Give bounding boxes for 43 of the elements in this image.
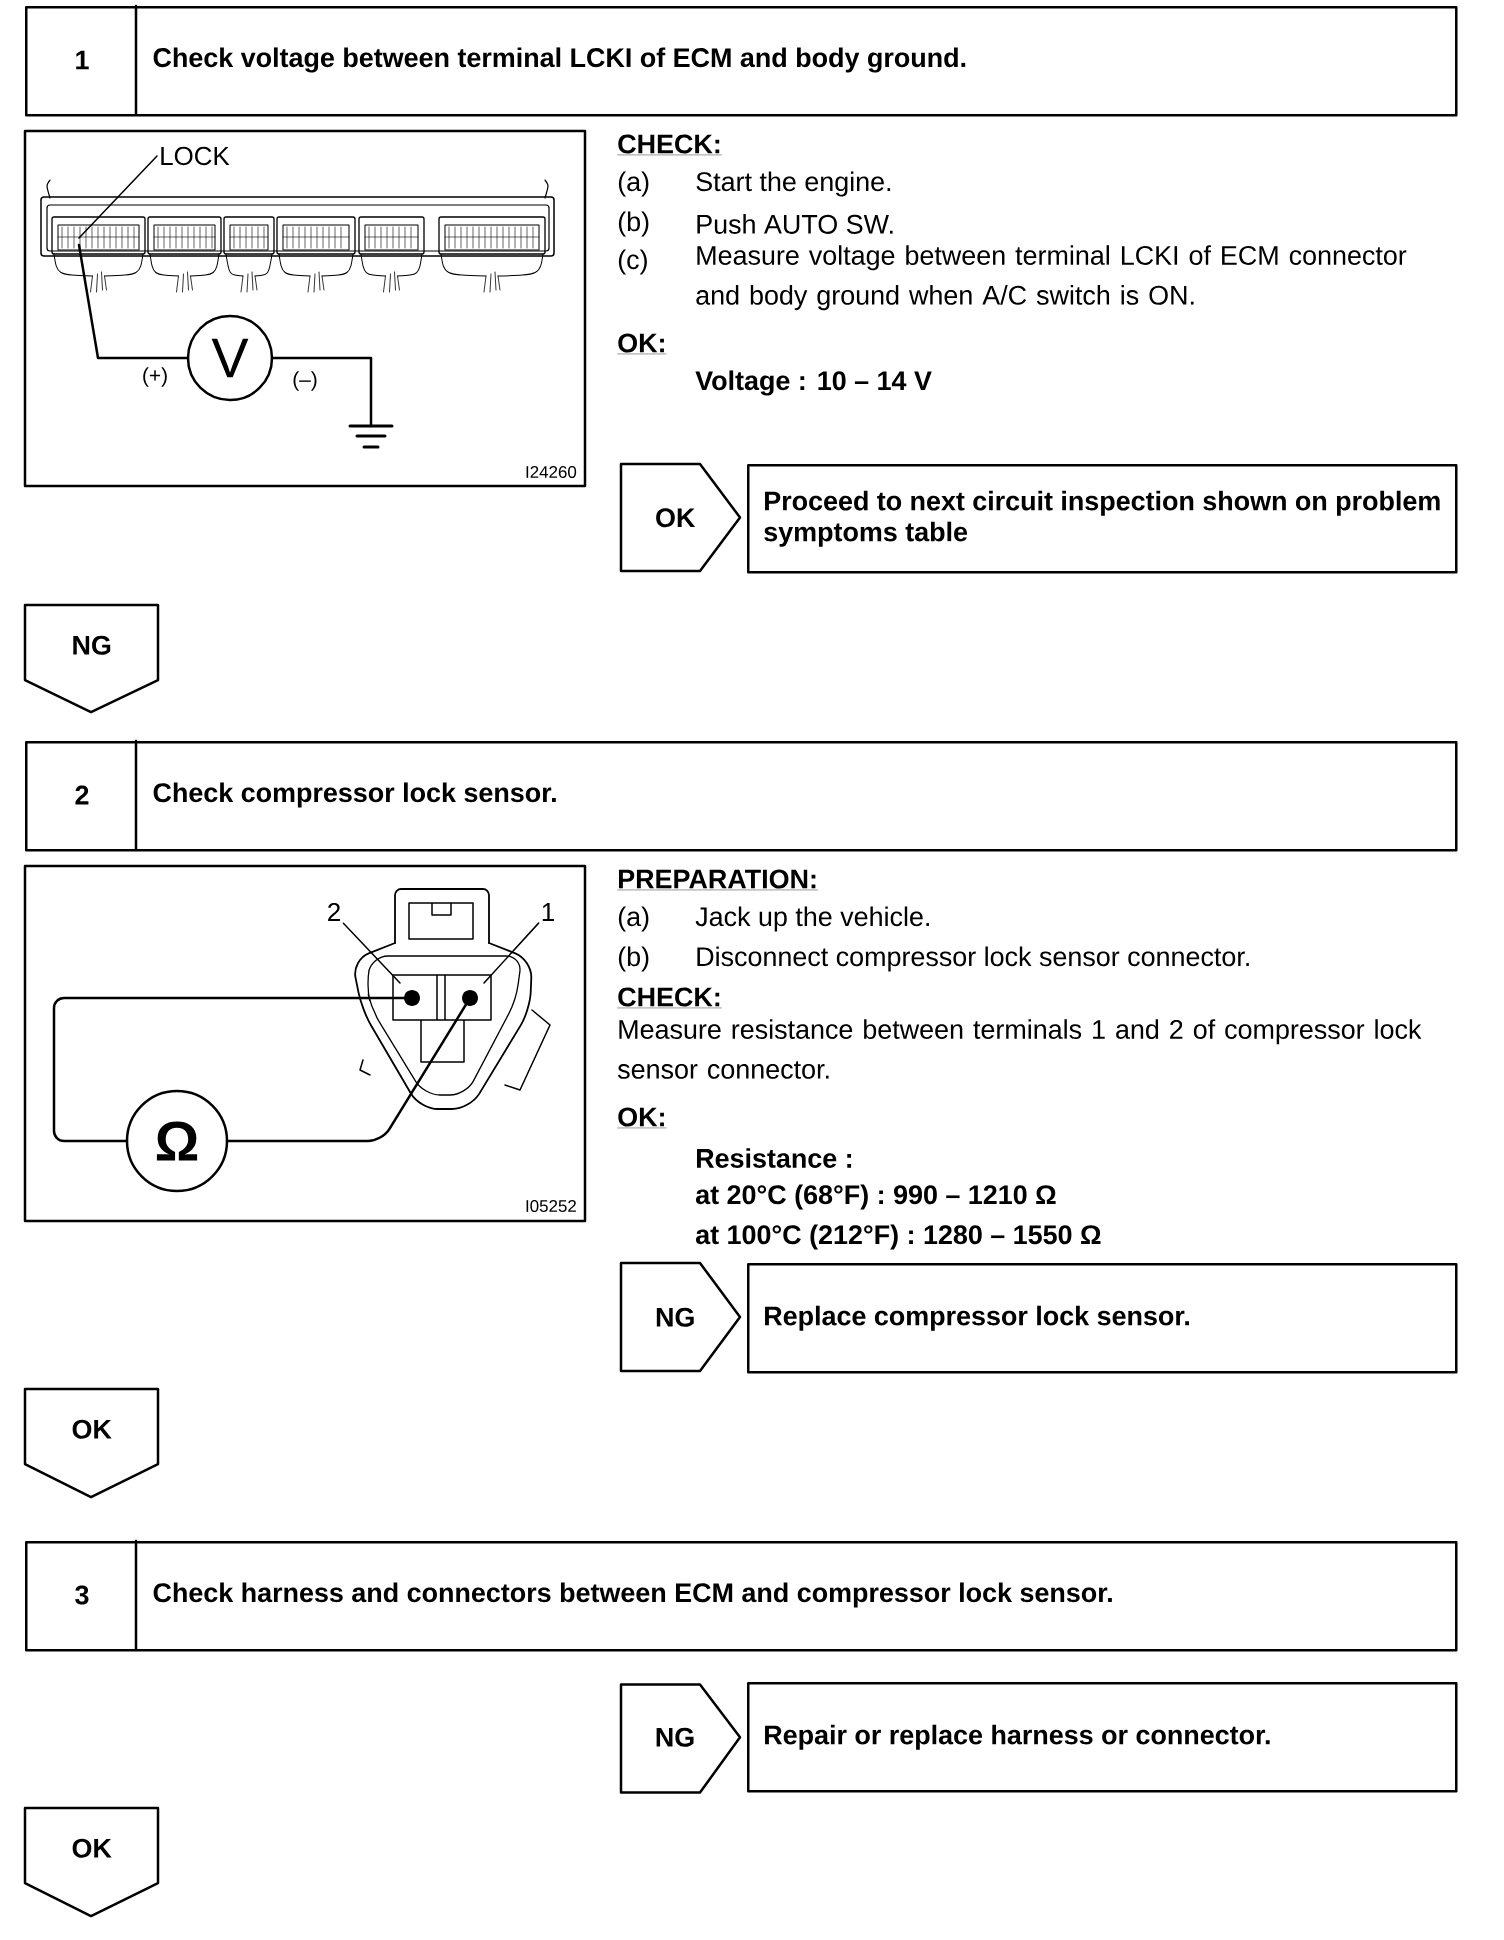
figure-code: I24260 bbox=[526, 466, 577, 478]
instruction-text: Jack up the vehicle. bbox=[695, 906, 929, 932]
section-heading: OK: bbox=[617, 1107, 667, 1129]
step-letter: (c) bbox=[618, 249, 647, 275]
instruction-text: Disconnect compressor lock sensor connector. bbox=[697, 946, 1249, 972]
step-letter: (a) bbox=[618, 906, 649, 932]
instruction-text: Measure voltage between terminal LCKI of ECM connector and body ground when A/C switch is ON. bbox=[696, 245, 1407, 311]
polarity-label: (–) bbox=[293, 371, 317, 391]
result-box: Replace compressor lock sensor. bbox=[747, 1263, 1458, 1374]
callout-number: 1 bbox=[542, 903, 554, 921]
callout-number: 2 bbox=[328, 902, 340, 922]
spec-text: Voltage : 10 – 14 V bbox=[695, 370, 932, 396]
spec-text: at 100°C (212°F) : 1280 – 1550 Ω bbox=[696, 1224, 1101, 1250]
step-title: Check voltage between terminal LCKI of ECM and body ground. bbox=[153, 47, 966, 73]
instruction-text: Start the engine. bbox=[696, 171, 891, 197]
instruction-text: Push AUTO SW. bbox=[697, 214, 893, 234]
step-number: 3 bbox=[75, 1585, 89, 1605]
polarity-label: (+) bbox=[143, 367, 167, 387]
section-heading: OK: bbox=[617, 333, 667, 355]
step-letter: (a) bbox=[618, 171, 649, 197]
leader-line bbox=[78, 155, 158, 239]
leader-line bbox=[483, 922, 540, 984]
step-number: 1 bbox=[76, 50, 89, 70]
section-heading: CHECK: bbox=[617, 987, 722, 1009]
leader-line bbox=[342, 922, 401, 984]
ohmmeter-symbol: Ω bbox=[156, 1121, 198, 1161]
spec-text: at 20°C (68°F) : 990 – 1210 Ω bbox=[696, 1184, 1056, 1210]
spec-text: Resistance : bbox=[697, 1148, 852, 1168]
figure-code: I05252 bbox=[526, 1200, 576, 1212]
result-box: Repair or replace harness or connector. bbox=[747, 1682, 1458, 1793]
step-title: Check compressor lock sensor. bbox=[153, 782, 556, 808]
down-chevron: OK bbox=[23, 1387, 160, 1499]
result-box: Proceed to next circuit inspection shown on problem symptoms table bbox=[747, 464, 1458, 574]
instruction-text: Measure resistance between terminals 1 and 2 of compressor lock sensor connector. bbox=[617, 1019, 1422, 1079]
voltmeter-letter: V bbox=[211, 338, 249, 378]
section-heading: PREPARATION: bbox=[617, 869, 819, 891]
down-chevron: NG bbox=[23, 603, 160, 714]
step-letter: (b) bbox=[618, 946, 649, 972]
step-number: 2 bbox=[75, 785, 89, 805]
callout-label: LOCK bbox=[161, 146, 230, 166]
step-letter: (b) bbox=[618, 211, 649, 237]
step-title: Check harness and connectors between ECM and compressor lock sensor. bbox=[153, 1582, 1112, 1608]
down-chevron: OK bbox=[23, 1806, 160, 1918]
